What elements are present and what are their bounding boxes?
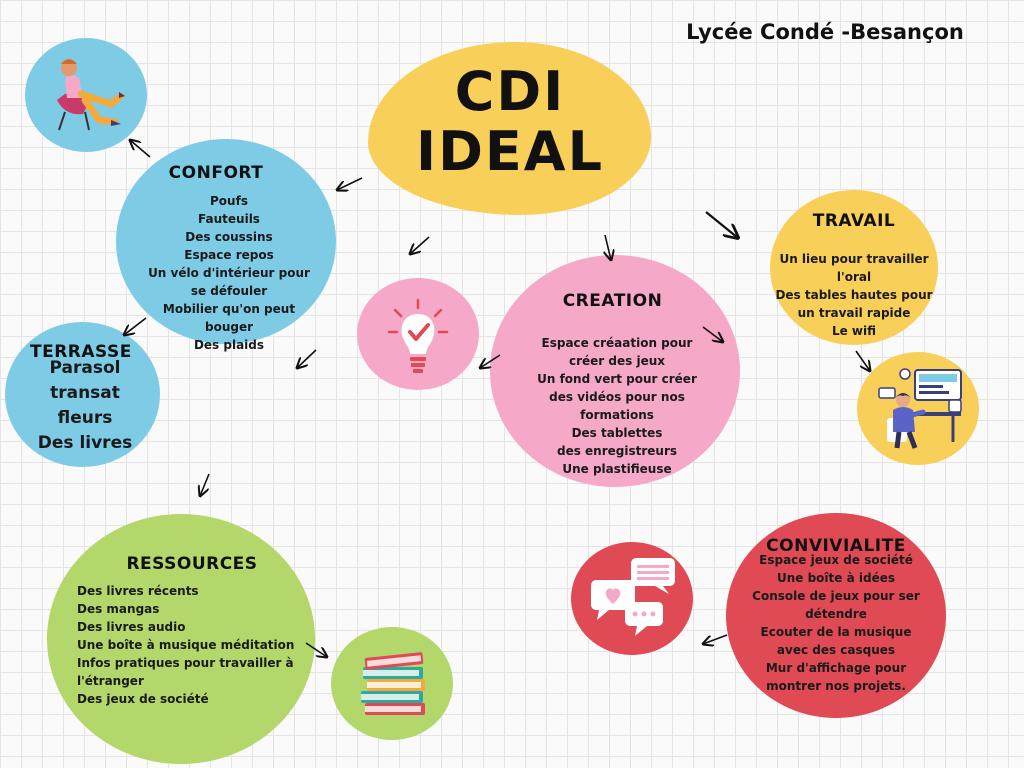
travail-list: Un lieu pour travailler l'oral Des table… — [768, 250, 940, 340]
central-title: CDI IDEAL — [400, 62, 620, 182]
list-item: transat — [50, 383, 120, 403]
list-item: Ecouter de la musique avec des casques — [760, 625, 912, 657]
ressources-circle — [47, 514, 315, 764]
idea-icon-circle — [357, 278, 479, 390]
list-item: Des coussins — [185, 230, 273, 244]
central-title-line1: CDI — [454, 60, 566, 123]
ressources-list: Des livres récents Des mangas Des livres… — [77, 582, 297, 708]
list-item: Une boîte à idées — [776, 571, 895, 585]
list-item: Mur d'affichage pour montrer nos projets… — [765, 661, 907, 693]
ressources-heading: RESSOURCES — [126, 554, 258, 574]
books-icon-circle — [331, 627, 453, 740]
arrow-to-creation — [605, 234, 611, 260]
arrow-to-idea — [410, 236, 430, 254]
list-item: Console de jeux pour ser détendre — [752, 589, 920, 621]
list-item: Des mangas — [77, 602, 160, 616]
list-item: Des livres — [37, 433, 133, 453]
list-item: Des plaids — [193, 338, 265, 352]
arrow-creation-to-idea — [480, 354, 501, 368]
list-item: Une boîte à musique méditation — [77, 638, 295, 652]
list-item: Une plastifieuse — [562, 462, 672, 476]
arrow-to-terrasse — [124, 317, 147, 335]
lightbulb-check-icon — [387, 298, 449, 373]
creation-list: Espace créaation pour créer des jeux Un … — [527, 334, 707, 478]
terrasse-circle — [5, 322, 160, 467]
list-item: Le wifi — [831, 324, 877, 338]
list-item: Des jeux de société — [77, 692, 209, 706]
central-title-line2: IDEAL — [415, 120, 604, 183]
arrow-to-ressources — [200, 473, 210, 496]
list-item: Un vélo d'intérieur pour se défouler — [148, 266, 310, 298]
person-at-computer-icon — [878, 368, 962, 449]
work-icon-circle — [857, 352, 979, 465]
list-item: Des tablettes — [571, 426, 663, 440]
central-title-blob — [368, 42, 651, 215]
convivialite-circle — [726, 513, 946, 718]
list-item: Fauteuils — [198, 212, 260, 226]
list-item: Des tables hautes pour un travail rapide — [775, 288, 933, 320]
list-item: Poufs — [210, 194, 248, 208]
arrow-to-work-icon — [855, 350, 870, 371]
arrow-to-chat — [703, 634, 728, 644]
list-item: Infos pratiques pour travailler à l'étra… — [77, 656, 294, 688]
arrow-to-books — [305, 642, 327, 657]
travail-heading: TRAVAIL — [812, 211, 896, 231]
arrow-to-relax — [130, 140, 151, 158]
convivialite-heading: CONVIVIALITE — [766, 536, 906, 556]
confort-list: Poufs Fauteuils Des coussins Espace repo… — [140, 192, 318, 354]
list-item: Un fond vert pour créer des vidéos pour … — [537, 372, 697, 422]
book-stack-icon — [361, 652, 425, 715]
arrow-to-confort — [337, 177, 363, 190]
list-item: Des livres audio — [77, 620, 186, 634]
list-item: Des livres récents — [77, 584, 199, 598]
confort-heading: CONFORT — [168, 163, 264, 183]
list-item: des enregistreurs — [556, 444, 678, 458]
list-item: Mobilier qu'on peut bouger — [162, 302, 296, 334]
arrow-to-travail — [705, 211, 738, 238]
confort-circle — [116, 139, 336, 344]
relax-icon-circle — [25, 38, 147, 152]
creation-heading: CREATION — [562, 291, 663, 311]
arrow-creation-right — [702, 326, 723, 342]
list-item: Un lieu pour travailler l'oral — [779, 252, 929, 284]
terrasse-heading: TERRASSE — [30, 342, 132, 362]
list-item: Parasol — [49, 358, 121, 378]
list-item: Espace jeux de société — [759, 553, 913, 567]
convivialite-list: Espace jeux de société Une boîte à idées… — [746, 551, 926, 695]
terrasse-list: Parasol transat fleurs Des livres — [30, 356, 140, 456]
person-relaxing-icon — [57, 59, 125, 131]
travail-circle — [770, 190, 938, 345]
arrow-idea-down — [297, 349, 317, 368]
creation-circle — [490, 255, 740, 487]
chat-icon-circle — [571, 542, 693, 655]
school-name: Lycée Condé -Besançon — [686, 20, 964, 44]
list-item: Espace repos — [184, 248, 274, 262]
chat-bubbles-icon — [591, 558, 675, 636]
list-item: fleurs — [57, 408, 113, 428]
list-item: Espace créaation pour créer des jeux — [541, 336, 693, 368]
